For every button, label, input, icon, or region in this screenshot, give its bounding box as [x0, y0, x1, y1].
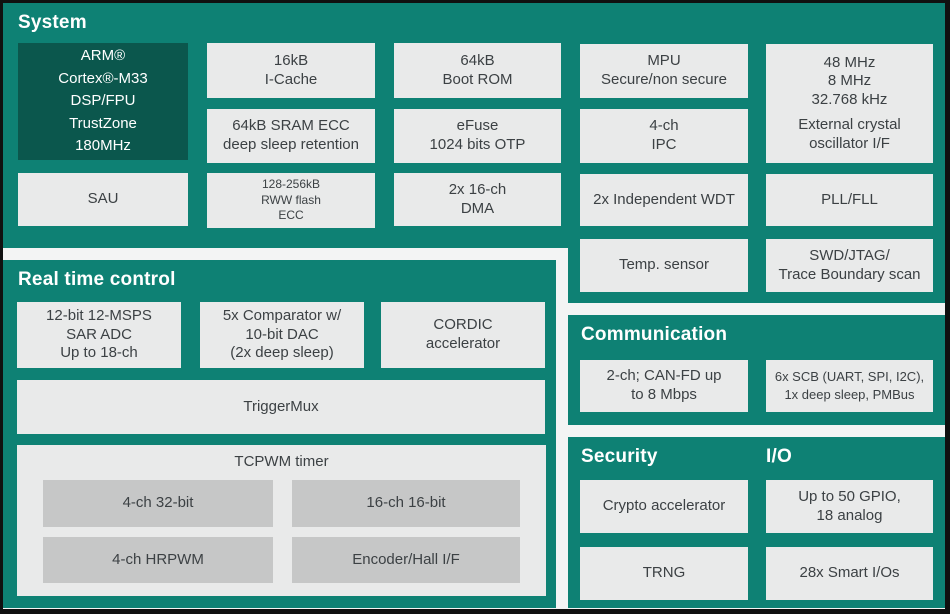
block-gpio: Up to 50 GPIO, 18 analog: [766, 480, 933, 533]
block-tcpwm-4ch-32bit: 4-ch 32-bit: [43, 480, 273, 527]
block-cordic: CORDIC accelerator: [381, 302, 545, 368]
communication-title: Communication: [581, 324, 728, 345]
crystal-frequencies: 48 MHz 8 MHz 32.768 kHz: [811, 53, 888, 108]
block-tcpwm-timer: TCPWM timer 4-ch 32-bit 16-ch 16-bit 4-c…: [17, 445, 546, 596]
block-ipc: 4-ch IPC: [580, 109, 748, 163]
block-boot-rom: 64kB Boot ROM: [394, 43, 561, 98]
block-crypto-accelerator: Crypto accelerator: [580, 480, 748, 533]
block-efuse: eFuse 1024 bits OTP: [394, 109, 561, 163]
system-title: System: [18, 12, 87, 33]
block-crystal-oscillator: 48 MHz 8 MHz 32.768 kHz External crystal…: [766, 44, 933, 163]
block-tcpwm-16ch-16bit: 16-ch 16-bit: [292, 480, 520, 527]
block-sar-adc: 12-bit 12-MSPS SAR ADC Up to 18-ch: [17, 302, 181, 368]
block-triggermux: TriggerMux: [17, 380, 545, 434]
crystal-label: External crystal oscillator I/F: [798, 116, 901, 152]
io-title: I/O: [766, 446, 792, 467]
block-icache: 16kB I-Cache: [207, 43, 375, 98]
tcpwm-title: TCPWM timer: [234, 453, 329, 470]
block-scb: 6x SCB (UART, SPI, I2C), 1x deep sleep, …: [766, 360, 933, 412]
block-tcpwm-encoder-hall: Encoder/Hall I/F: [292, 537, 520, 583]
block-cpu-core: ARM® Cortex®-M33 DSP/FPU TrustZone 180MH…: [18, 43, 188, 160]
security-title: Security: [581, 446, 658, 467]
block-wdt: 2x Independent WDT: [580, 174, 748, 226]
block-tcpwm-hrpwm: 4-ch HRPWM: [43, 537, 273, 583]
block-pll-fll: PLL/FLL: [766, 174, 933, 226]
realtime-title: Real time control: [18, 269, 176, 290]
block-temp-sensor: Temp. sensor: [580, 239, 748, 292]
block-smart-io: 28x Smart I/Os: [766, 547, 933, 600]
block-sram: 64kB SRAM ECC deep sleep retention: [207, 109, 375, 163]
block-rww-flash: 128-256kB RWW flash ECC: [207, 173, 375, 228]
block-trng: TRNG: [580, 547, 748, 600]
block-can-fd: 2-ch; CAN-FD up to 8 Mbps: [580, 360, 748, 412]
block-comparator-dac: 5x Comparator w/ 10-bit DAC (2x deep sle…: [200, 302, 364, 368]
block-mpu: MPU Secure/non secure: [580, 44, 748, 98]
block-sau: SAU: [18, 173, 188, 226]
block-swd-jtag: SWD/JTAG/ Trace Boundary scan: [766, 239, 933, 292]
block-dma: 2x 16-ch DMA: [394, 173, 561, 226]
